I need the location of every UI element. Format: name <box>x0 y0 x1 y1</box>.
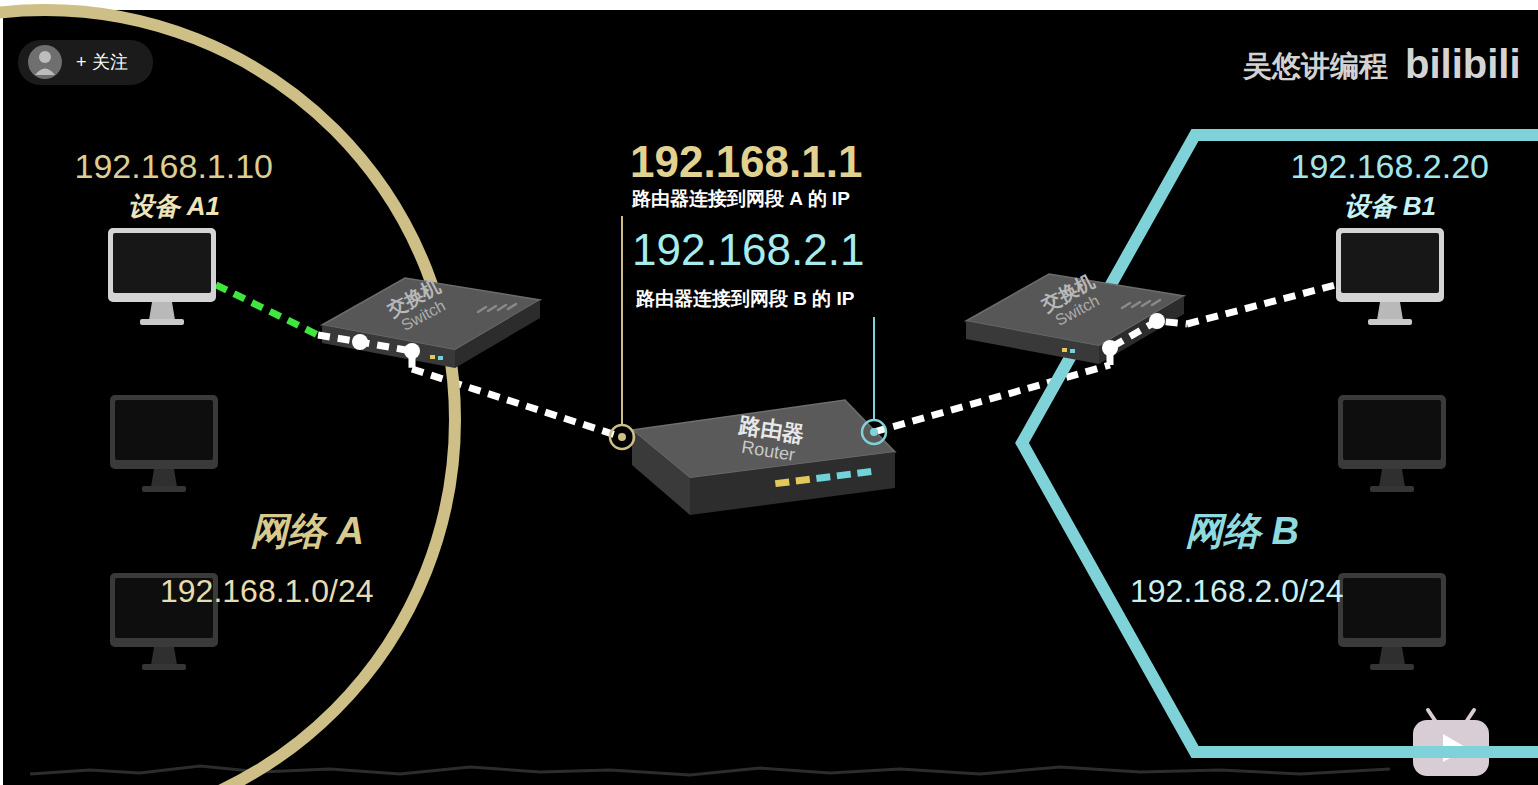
monitor-icon <box>1336 228 1444 326</box>
text-slot: 网络 A <box>250 510 364 554</box>
text-slot: 192.168.2.0/24 <box>1130 573 1344 610</box>
device-name: 设备 A1 <box>75 192 274 222</box>
text-slot: 192.168.1.0/24 <box>160 573 374 610</box>
leader-line <box>873 317 875 420</box>
ip-address: 192.168.2.20 <box>1291 147 1490 186</box>
screen-background <box>3 10 1538 785</box>
device-name: 设备 B1 <box>1291 192 1490 222</box>
network-switch: 交换机Switch <box>962 268 1187 365</box>
router-device: 路由器Router <box>622 398 874 520</box>
label-slot: 吴悠讲编程 <box>1243 50 1388 83</box>
channel-name: 吴悠讲编程 <box>1243 50 1388 83</box>
ip-caption: 路由器连接到网段 A 的 IP <box>632 188 850 211</box>
dim-monitor <box>1338 395 1446 492</box>
router-ip: 192.168.1.1 <box>630 140 862 184</box>
label-slot: + 关注 <box>76 52 128 73</box>
network-hexagon-outline <box>1010 125 1538 770</box>
avatar-body <box>35 69 55 76</box>
network-circle-outline <box>0 10 460 785</box>
play-icon <box>1413 710 1489 776</box>
network-name: 网络 A <box>250 510 364 554</box>
leader-line <box>621 216 623 425</box>
router-ip: 192.168.2.1 <box>632 228 864 272</box>
network-region: 网络 B 192.168.2.0/24 192.168.2.20 设备 B1 <box>1010 125 1538 770</box>
network-cable <box>874 365 1110 432</box>
label-slot: bilibili <box>1405 41 1521 87</box>
avatar <box>28 45 62 79</box>
text-slot: 网络 B <box>1185 510 1299 554</box>
avatar-head <box>39 51 51 63</box>
label-slot: 192.168.1.1 <box>630 140 862 184</box>
network-cable <box>1187 285 1336 324</box>
network-name: 网络 B <box>1185 510 1299 554</box>
subnet-label: 192.168.2.0/24 <box>1130 573 1344 610</box>
network-switch: 交换机Switch <box>318 272 543 369</box>
device-heading: 192.168.1.10 设备 A1 <box>75 147 274 222</box>
dim-monitor <box>1338 573 1446 670</box>
dim-monitor <box>110 395 218 492</box>
platform-watermark: bilibili <box>1405 41 1521 87</box>
monitor-icon <box>108 228 216 326</box>
audio-waveform <box>30 766 1390 775</box>
ip-address: 192.168.1.10 <box>75 147 274 186</box>
label-slot: 路由器连接到网段 A 的 IP <box>632 188 850 211</box>
device-heading: 192.168.2.20 设备 B1 <box>1291 147 1490 222</box>
network-region: 网络 A 192.168.1.0/24 192.168.1.10 设备 A1 <box>0 10 460 785</box>
computer-device: 192.168.2.20设备 B1 <box>1336 228 1444 326</box>
subnet-label: 192.168.1.0/24 <box>160 573 374 610</box>
network-cable <box>216 285 318 335</box>
computer-device: 192.168.1.10设备 A1 <box>108 228 216 326</box>
label-slot: 路由器连接到网段 B 的 IP <box>636 288 855 311</box>
network-cable <box>412 369 622 437</box>
ip-caption: 路由器连接到网段 B 的 IP <box>636 288 855 311</box>
follow-pill <box>18 40 153 85</box>
follow-button: + 关注 <box>76 52 128 73</box>
label-slot: 192.168.2.1 <box>632 228 864 272</box>
